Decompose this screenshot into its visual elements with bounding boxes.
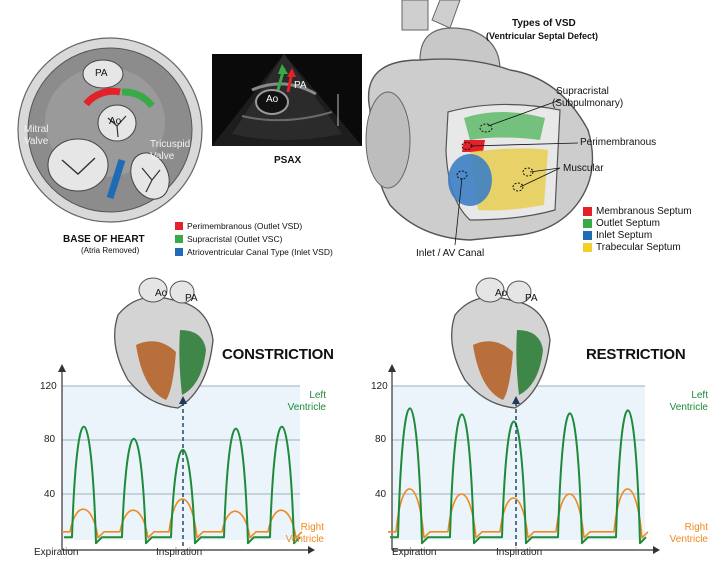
restriction-rv-line1: Right [684,522,708,533]
callout-inlet: Inlet / AV Canal [416,248,485,259]
constriction-rv-line2: Ventricle [285,534,324,545]
restriction-rv-trace [388,488,649,539]
restriction-respiration-band [392,386,645,540]
pa-valve-shape [82,59,124,89]
restriction-lv-line2: Ventricle [669,402,708,413]
restriction-ytick-80: 80 [375,434,387,445]
legend-text-perimembranous: Perimembranous (Outlet VSD) [187,221,303,231]
constriction-y-axis-arrow [58,364,66,372]
restriction-heart-pa: PA [525,293,538,304]
vsd-legend-swatch-green [583,219,592,228]
constriction-ytick-40: 40 [44,489,56,500]
legend-swatch-red [175,222,183,230]
constriction-heart-pa: PA [185,293,198,304]
echo-image [212,54,362,146]
vsd-legend-outlet: Outlet Septum [596,218,660,229]
outlet-septum-region [464,112,545,140]
restriction-rv-line2: Ventricle [669,534,708,545]
legend-swatch-blue [175,248,183,256]
vsd-title: Types of VSD [512,18,576,29]
restriction-lv-line1: Left [691,390,708,401]
restriction-rv-label: Right Ventricle [658,522,708,546]
constriction-lv-trace [64,425,301,545]
restriction-y-axis-arrow [388,364,396,372]
vsd-legend-membranous: Membranous Septum [596,206,692,217]
restriction-heart-ao: Ao [495,288,508,299]
constriction-ytick-120: 120 [40,381,57,392]
restriction-heart-lv [473,341,513,400]
constriction-expiration: Expiration [34,547,79,558]
vsd-legend-swatch-red [583,207,592,216]
constriction-heart-ao: Ao [155,288,168,299]
legend-text-supracristal: Supracristal (Outlet VSC) [187,234,283,244]
restriction-ytick-40: 40 [375,489,387,500]
echo-ao-label: Ao [266,94,279,105]
constriction-rv-label: Right Ventricle [284,522,324,546]
vsd-legend-trabecular: Trabecular Septum [596,242,681,253]
tricuspid-label: Tricuspid Valve [150,139,191,162]
base-of-heart-subtitle: (Atria Removed) [81,246,140,255]
vsd-subtitle: (Ventricular Septal Defect) [486,31,599,41]
mitral-valve-shape [47,138,109,192]
callout-subpulmonary: (Subpulmonary) [552,98,624,109]
inlet-septum-region [448,154,492,206]
mitral-label: Mitral Valve [24,124,49,147]
constriction-x-axis-arrow [308,546,315,554]
vsd-legend-swatch-yellow [583,243,592,252]
vsd-legend-inlet: Inlet Septum [596,230,653,241]
restriction-lv-label: Left Ventricle [660,390,708,414]
restriction-inspiration: Inspiration [496,547,543,558]
ao-valve-shape [97,104,137,142]
constriction-heart-rv [179,330,206,395]
callout-muscular: Muscular [563,163,604,174]
ao-label: Ao [109,116,122,127]
constriction-rv-line1: Right [300,522,324,533]
pa-label: PA [95,68,108,79]
constriction-inspiration: Inspiration [156,547,203,558]
restriction-title: RESTRICTION [586,346,686,363]
constriction-inspiration-arrowhead [179,396,187,404]
restriction-heart-pa-shape [506,280,532,304]
callout-supracristal: Supracristal [556,86,609,97]
restriction-lv-trace [390,407,647,545]
legend-text-av-canal: Atrioventricular Canal Type (Inlet VSD) [187,247,333,257]
echo-pa-label: PA [294,80,307,91]
constriction-heart-pa-shape [169,280,195,304]
constriction-ytick-80: 80 [44,434,56,445]
constriction-lv-line1: Left [309,390,326,401]
restriction-heart-rv [516,330,543,395]
constriction-lv-line2: Ventricle [287,402,326,413]
restriction-inspiration-arrowhead [512,396,520,404]
legend-swatch-green [175,235,183,243]
vsd-legend-swatch-blue [583,231,592,240]
restriction-ytick-120: 120 [371,381,388,392]
constriction-respiration-band [62,386,300,540]
constriction-title: CONSTRICTION [222,346,334,363]
inlet-marker [106,158,126,200]
restriction-x-axis-arrow [653,546,660,554]
callout-perimembranous: Perimembranous [580,137,657,148]
restriction-heart-ao-shape [475,277,505,303]
constriction-lv-label: Left Ventricle [286,390,326,414]
supracristal-marker [121,88,155,109]
perimembranous-marker [83,87,121,107]
constriction-heart-lv [136,341,176,400]
echo-caption: PSAX [274,155,302,166]
constriction-rv-trace [62,498,303,539]
tricuspid-valve-shape [130,152,170,200]
restriction-expiration: Expiration [392,547,437,558]
base-of-heart-title: BASE OF HEART [63,234,145,245]
trabecular-septum-region [470,148,548,211]
constriction-heart-ao-shape [138,277,168,303]
